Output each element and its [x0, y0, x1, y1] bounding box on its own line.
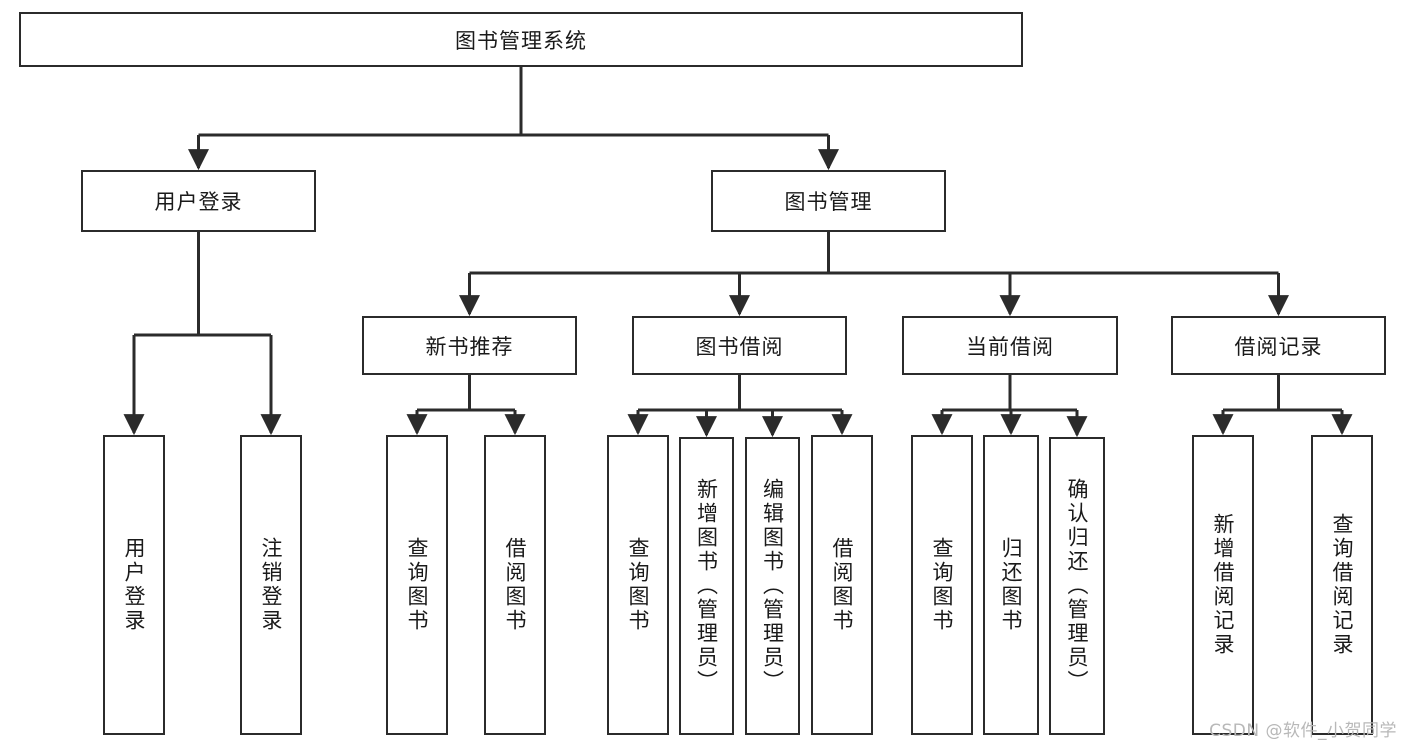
node-label: 当前借阅 [966, 334, 1054, 359]
node-label: 新增借阅记录 [1211, 513, 1236, 657]
node-label: 新增图书（管理员） [694, 478, 719, 694]
node-3[interactable]: 注销登录 [240, 435, 302, 735]
node-label: 借阅记录 [1234, 334, 1323, 359]
node-label: 用户登录 [154, 190, 243, 214]
node-15[interactable]: 归还图书 [983, 435, 1039, 735]
node-label: 借阅图书 [503, 537, 528, 633]
node-1[interactable]: 用户登录 [81, 170, 316, 232]
node-6[interactable]: 查询图书 [386, 435, 448, 735]
node-19[interactable]: 查询借阅记录 [1311, 435, 1373, 735]
node-5[interactable]: 新书推荐 [362, 316, 577, 375]
node-0[interactable]: 图书管理系统 [19, 12, 1023, 67]
node-18[interactable]: 新增借阅记录 [1192, 435, 1254, 735]
node-label: 用户登录 [122, 537, 147, 633]
node-10[interactable]: 新增图书（管理员） [679, 437, 734, 735]
node-17[interactable]: 借阅记录 [1171, 316, 1386, 375]
node-9[interactable]: 查询图书 [607, 435, 669, 735]
node-13[interactable]: 当前借阅 [902, 316, 1118, 375]
node-label: 新书推荐 [425, 334, 514, 359]
node-7[interactable]: 借阅图书 [484, 435, 546, 735]
node-label: 确认归还（管理员） [1065, 478, 1090, 694]
node-label: 查询图书 [626, 537, 651, 633]
node-label: 图书管理 [784, 190, 873, 214]
node-2[interactable]: 用户登录 [103, 435, 165, 735]
node-label: 图书管理系统 [455, 28, 587, 53]
node-label: 注销登录 [259, 537, 284, 633]
node-16[interactable]: 确认归还（管理员） [1049, 437, 1105, 735]
node-label: 借阅图书 [830, 537, 855, 633]
node-label: 查询图书 [930, 537, 955, 633]
node-label: 编辑图书（管理员） [760, 478, 785, 694]
node-14[interactable]: 查询图书 [911, 435, 973, 735]
node-12[interactable]: 借阅图书 [811, 435, 873, 735]
node-label: 图书借阅 [695, 334, 784, 359]
node-label: 归还图书 [999, 537, 1024, 633]
watermark: CSDN @软件_小贺同学 [1209, 721, 1397, 741]
node-label: 查询借阅记录 [1330, 513, 1355, 657]
node-11[interactable]: 编辑图书（管理员） [745, 437, 800, 735]
node-label: 查询图书 [405, 537, 430, 633]
node-8[interactable]: 图书借阅 [632, 316, 847, 375]
node-4[interactable]: 图书管理 [711, 170, 946, 232]
